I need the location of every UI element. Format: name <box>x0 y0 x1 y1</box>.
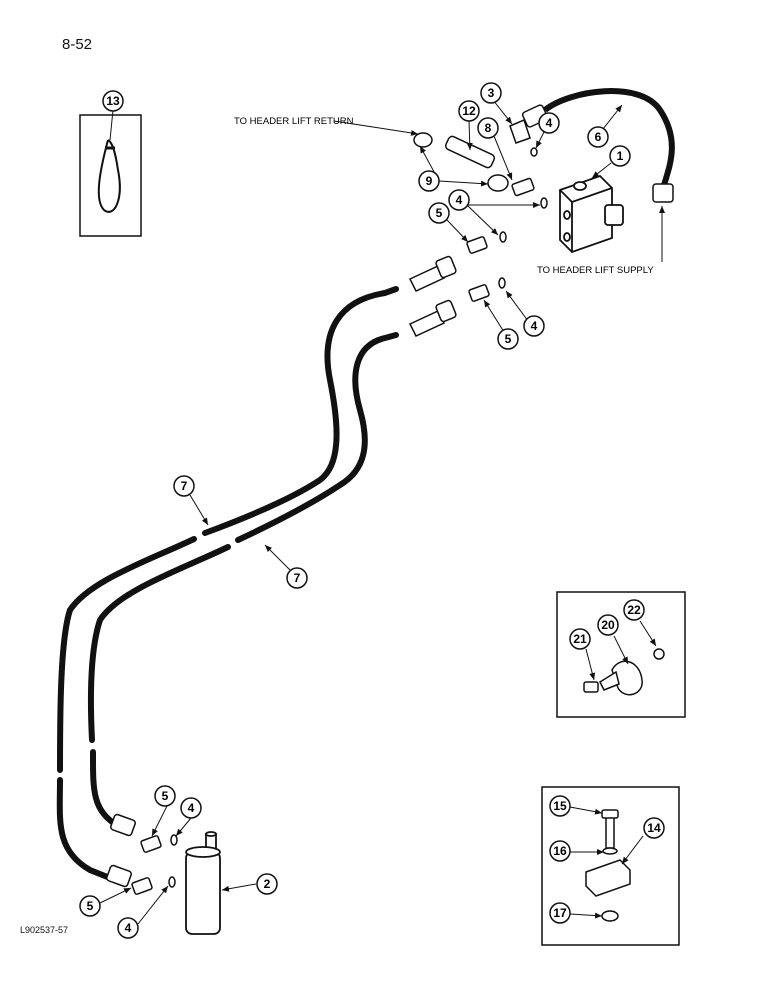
callout-5-cyl-bottom: 5 <box>79 895 101 917</box>
svg-text:20: 20 <box>601 618 615 632</box>
callout-2: 2 <box>256 873 278 895</box>
svg-text:4: 4 <box>531 319 538 333</box>
upper-hose-ends <box>408 255 457 337</box>
inset-clamp-frame <box>556 591 686 718</box>
svg-text:5: 5 <box>162 789 169 803</box>
valve-block <box>559 174 624 254</box>
svg-text:5: 5 <box>505 332 512 346</box>
callout-22: 22 <box>623 599 645 621</box>
svg-text:4: 4 <box>456 193 463 207</box>
callout-1: 1 <box>609 145 631 167</box>
callout-17: 17 <box>549 902 571 924</box>
supply-hose <box>521 88 675 203</box>
page-number: 8-52 <box>62 36 93 53</box>
svg-text:4: 4 <box>546 116 553 130</box>
inset-block-frame <box>541 786 680 946</box>
lift-cylinder <box>185 831 221 935</box>
svg-text:4: 4 <box>125 921 132 935</box>
svg-text:21: 21 <box>573 632 587 646</box>
svg-text:13: 13 <box>106 94 120 108</box>
callout-7-upper: 7 <box>173 475 195 497</box>
block-drawing <box>585 809 631 922</box>
svg-text:3: 3 <box>488 86 495 100</box>
adapters-and-orings <box>131 231 507 895</box>
svg-text:7: 7 <box>181 479 188 493</box>
svg-text:5: 5 <box>436 206 443 220</box>
callout-5-cyl-top: 5 <box>154 785 176 807</box>
inset-strap-frame <box>79 114 142 237</box>
return-fittings <box>413 118 548 209</box>
callout-12: 12 <box>458 100 480 122</box>
callout-4-cyl-top: 4 <box>180 797 202 819</box>
svg-text:14: 14 <box>647 821 661 835</box>
note-header-lift-supply: TO HEADER LIFT SUPPLY <box>537 265 654 276</box>
callout-4-right: 4 <box>523 315 545 337</box>
callout-7-lower: 7 <box>286 567 308 589</box>
callout-15: 15 <box>549 795 571 817</box>
strap-drawing <box>97 139 121 213</box>
callout-6: 6 <box>587 126 609 148</box>
callout-21: 21 <box>569 628 591 650</box>
svg-text:9: 9 <box>426 174 433 188</box>
callout-14: 14 <box>643 817 665 839</box>
hose-lines <box>56 286 399 883</box>
callout-8: 8 <box>477 117 499 139</box>
svg-text:7: 7 <box>294 571 301 585</box>
callout-9: 9 <box>418 170 440 192</box>
svg-text:12: 12 <box>462 104 476 118</box>
leader-lines <box>99 99 665 925</box>
svg-text:15: 15 <box>553 799 567 813</box>
callout-13: 13 <box>102 90 124 112</box>
callout-20: 20 <box>597 614 619 636</box>
svg-text:1: 1 <box>617 149 624 163</box>
svg-text:22: 22 <box>627 603 641 617</box>
svg-text:8: 8 <box>485 121 492 135</box>
callout-4-cyl-bottom: 4 <box>117 917 139 939</box>
callout-4-top: 4 <box>538 112 560 134</box>
callout-5-right: 5 <box>497 328 519 350</box>
callout-3: 3 <box>480 82 502 104</box>
svg-text:17: 17 <box>553 906 567 920</box>
clamp-drawing <box>583 648 665 696</box>
callout-5-upper: 5 <box>428 202 450 224</box>
svg-text:2: 2 <box>264 877 271 891</box>
svg-text:5: 5 <box>87 899 94 913</box>
callout-4-valve: 4 <box>448 189 470 211</box>
note-header-lift-return: TO HEADER LIFT RETURN <box>234 116 354 127</box>
callout-16: 16 <box>549 840 571 862</box>
svg-text:4: 4 <box>188 801 195 815</box>
svg-text:6: 6 <box>595 130 602 144</box>
svg-text:16: 16 <box>553 844 567 858</box>
lower-hose-ends <box>106 813 136 888</box>
figure-code: L902537-57 <box>20 925 69 935</box>
